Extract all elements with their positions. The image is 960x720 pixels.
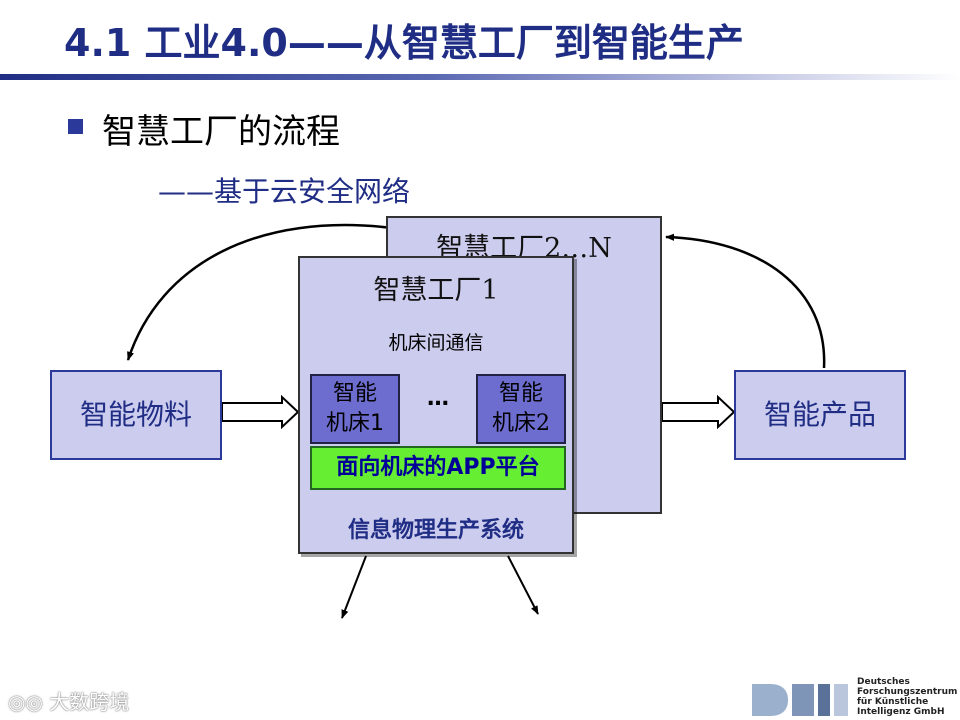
- bullet-square-icon: [68, 119, 83, 134]
- arrow-down-right: [507, 555, 539, 615]
- block-arrow-input: [221, 394, 300, 430]
- smart-machine-1-line2: 机床1: [326, 411, 384, 436]
- cps-label: 信息物理生产系统: [347, 518, 524, 543]
- smart-machine-2: 智能 机床2: [476, 374, 566, 444]
- smart-machine-2-line2: 机床2: [492, 411, 550, 436]
- arrow-factory-to-materials: [126, 223, 393, 361]
- factory-1-box: 智慧工厂1 机床间通信 智能 机床1 … 智能 机床2 面向机床的APP平台 信…: [298, 256, 574, 554]
- arrow-down-left: [341, 555, 367, 619]
- machines-ellipsis: …: [427, 386, 449, 411]
- arrow-products-to-factories: [665, 233, 826, 369]
- block-arrow-output: [661, 394, 736, 430]
- machine-communication-label: 机床间通信: [388, 332, 484, 354]
- watermark: ◎◎ 大数跨境: [8, 686, 129, 715]
- dfki-logo-icon: [748, 680, 852, 720]
- subtitle-text: ——基于云安全网络: [158, 175, 411, 208]
- factory-1-title: 智慧工厂1: [373, 275, 499, 306]
- smart-materials-box: 智能物料: [50, 370, 222, 460]
- watermark-text: 大数跨境: [49, 690, 130, 714]
- dfki-name-text: Deutsches Forschungszentrum für Künstlic…: [857, 677, 958, 717]
- smart-products-box: 智能产品: [734, 370, 906, 460]
- slide-title: 4.1 工业4.0——从智慧工厂到智能生产: [64, 21, 744, 65]
- smart-machine-1: 智能 机床1: [310, 374, 400, 444]
- title-underline: [0, 74, 960, 80]
- watermark-logo-icon: ◎◎: [8, 690, 50, 714]
- smart-machine-1-line1: 智能: [332, 381, 377, 406]
- bullet-text: 智慧工厂的流程: [102, 112, 340, 152]
- smart-machine-2-line1: 智能: [498, 381, 543, 406]
- app-platform-box: 面向机床的APP平台: [310, 446, 566, 490]
